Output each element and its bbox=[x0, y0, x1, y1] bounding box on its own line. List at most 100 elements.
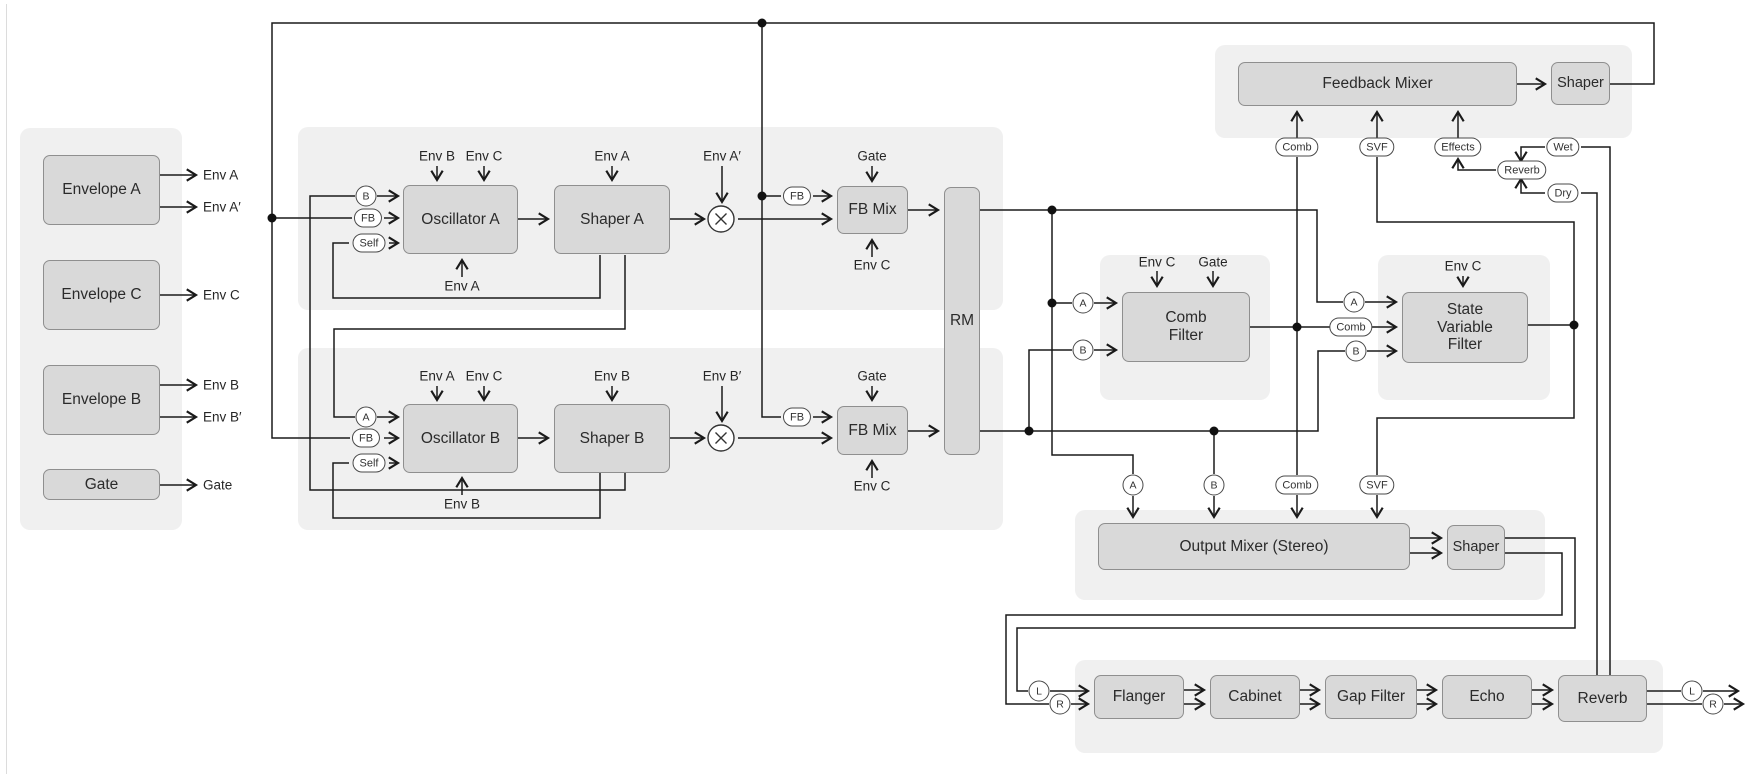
junction-dots bbox=[267, 18, 1579, 436]
label-env-b-prime-out: Env B′ bbox=[203, 409, 242, 425]
block-gate-label: Gate bbox=[84, 475, 119, 493]
pill-outmix-input-comb: Comb bbox=[1275, 475, 1319, 495]
block-feedback-mixer: Feedback Mixer bbox=[1238, 62, 1517, 106]
pill-outmix-input-svf: SVF bbox=[1359, 475, 1395, 495]
block-flanger-label: Flanger bbox=[1112, 688, 1166, 706]
pill-osc-a-input-fb: FB bbox=[353, 208, 383, 228]
ring-mod-multiplier-icons bbox=[707, 205, 735, 452]
pill-fbmix-input-effects: Effects bbox=[1434, 137, 1482, 157]
pill-main-out-r: R bbox=[1702, 693, 1724, 715]
pill-fx-input-l: L bbox=[1028, 680, 1050, 702]
block-comb-filter-label: Comb Filter bbox=[1165, 309, 1207, 344]
block-oscillator-a-label: Oscillator A bbox=[421, 210, 500, 228]
block-gap-filter: Gap Filter bbox=[1325, 675, 1417, 719]
block-feedback-shaper-label: Shaper bbox=[1557, 75, 1604, 92]
pill-reverb-wet: Wet bbox=[1546, 137, 1580, 157]
block-reverb-label: Reverb bbox=[1577, 689, 1628, 707]
block-gap-filter-label: Gap Filter bbox=[1336, 688, 1406, 706]
label-shaper-b-mod-env-b: Env B bbox=[593, 368, 631, 384]
label-comb-gate: Gate bbox=[1198, 254, 1228, 270]
block-feedback-shaper: Shaper bbox=[1551, 62, 1610, 105]
block-envelope-a-label: Envelope A bbox=[62, 181, 141, 199]
pill-svf-input-comb: Comb bbox=[1329, 317, 1373, 337]
pill-fx-input-r: R bbox=[1049, 693, 1071, 715]
block-state-variable-filter: State Variable Filter bbox=[1402, 292, 1528, 363]
label-fb-mix-b-gate: Gate bbox=[857, 368, 887, 384]
pill-main-out-l: L bbox=[1681, 680, 1703, 702]
block-output-mixer-label: Output Mixer (Stereo) bbox=[1179, 537, 1329, 555]
pill-svf-input-a: A bbox=[1343, 291, 1365, 313]
block-cabinet-label: Cabinet bbox=[1228, 688, 1282, 706]
block-output-shaper-label: Shaper bbox=[1452, 539, 1500, 556]
block-rm-label: RM bbox=[949, 312, 975, 330]
block-echo-label: Echo bbox=[1469, 688, 1505, 706]
block-output-mixer: Output Mixer (Stereo) bbox=[1098, 523, 1410, 570]
pill-fb-mix-a-input-fb: FB bbox=[782, 186, 812, 206]
pill-comb-input-a: A bbox=[1072, 292, 1094, 314]
pill-comb-input-b: B bbox=[1072, 339, 1094, 361]
block-shaper-a: Shaper A bbox=[554, 185, 670, 254]
label-osc-b-mod-env-a: Env A bbox=[419, 368, 455, 384]
block-gate: Gate bbox=[43, 469, 160, 500]
pill-osc-a-input-self: Self bbox=[352, 233, 386, 253]
block-output-shaper: Shaper bbox=[1447, 525, 1505, 570]
pill-fbmix-input-svf: SVF bbox=[1359, 137, 1395, 157]
label-rm-a-env-a-prime: Env A′ bbox=[703, 148, 741, 164]
label-env-c-out: Env C bbox=[203, 287, 240, 303]
pill-outmix-input-a: A bbox=[1122, 474, 1144, 496]
block-reverb: Reverb bbox=[1558, 675, 1647, 722]
block-oscillator-a: Oscillator A bbox=[403, 185, 518, 254]
block-envelope-c: Envelope C bbox=[43, 260, 160, 330]
pill-outmix-input-b: B bbox=[1203, 474, 1225, 496]
block-fb-mix-b: FB Mix bbox=[837, 406, 908, 455]
pill-svf-input-b: B bbox=[1345, 340, 1367, 362]
page-edge-line bbox=[6, 4, 7, 774]
pill-fb-mix-b-input-fb: FB bbox=[782, 407, 812, 427]
block-fb-mix-a: FB Mix bbox=[837, 186, 908, 234]
pill-osc-b-input-self: Self bbox=[352, 453, 386, 473]
block-ring-modulator: RM bbox=[944, 187, 980, 455]
label-env-a-out: Env A bbox=[203, 167, 239, 183]
label-env-a-prime-out: Env A′ bbox=[203, 199, 241, 215]
label-fb-mix-a-env-c: Env C bbox=[853, 257, 891, 273]
pill-fbmix-input-comb: Comb bbox=[1275, 137, 1319, 157]
wires bbox=[271, 22, 1702, 705]
block-echo: Echo bbox=[1442, 675, 1532, 719]
label-osc-a-mod-env-c: Env C bbox=[465, 148, 503, 164]
label-fb-mix-b-env-c: Env C bbox=[853, 478, 891, 494]
pill-osc-b-input-a: A bbox=[355, 406, 377, 428]
label-comb-env-c: Env C bbox=[1138, 254, 1176, 270]
block-envelope-b-label: Envelope B bbox=[61, 391, 142, 409]
block-feedback-mixer-label: Feedback Mixer bbox=[1322, 75, 1433, 93]
label-osc-a-env-a: Env A bbox=[444, 278, 480, 294]
block-shaper-b: Shaper B bbox=[554, 404, 670, 473]
pill-osc-a-input-b: B bbox=[355, 185, 377, 207]
label-fb-mix-a-gate: Gate bbox=[857, 148, 887, 164]
block-envelope-b: Envelope B bbox=[43, 365, 160, 435]
label-svf-env-c: Env C bbox=[1444, 258, 1482, 274]
pill-osc-b-input-fb: FB bbox=[351, 428, 381, 448]
block-envelope-a: Envelope A bbox=[43, 155, 160, 225]
block-svf-label: State Variable Filter bbox=[1437, 300, 1493, 354]
block-oscillator-b-label: Oscillator B bbox=[420, 429, 501, 447]
label-rm-b-env-b-prime: Env B′ bbox=[702, 368, 742, 384]
arrows bbox=[160, 77, 1746, 711]
block-shaper-b-label: Shaper B bbox=[579, 429, 645, 447]
block-fb-mix-b-label: FB Mix bbox=[848, 421, 897, 439]
label-osc-a-mod-env-b: Env B bbox=[418, 148, 456, 164]
pill-reverb-dry: Dry bbox=[1547, 183, 1579, 203]
block-cabinet: Cabinet bbox=[1210, 675, 1300, 719]
label-osc-b-mod-env-c: Env C bbox=[465, 368, 503, 384]
block-flanger: Flanger bbox=[1094, 675, 1184, 719]
pill-effects-reverb-mix: Reverb bbox=[1497, 160, 1547, 180]
block-envelope-c-label: Envelope C bbox=[61, 286, 142, 304]
block-comb-filter: Comb Filter bbox=[1122, 292, 1250, 362]
label-env-b-out: Env B bbox=[203, 377, 240, 393]
block-oscillator-b: Oscillator B bbox=[403, 404, 518, 473]
block-shaper-a-label: Shaper A bbox=[580, 210, 644, 228]
label-gate-out: Gate bbox=[203, 477, 233, 493]
label-shaper-a-mod-env-a: Env A bbox=[594, 148, 630, 164]
block-fb-mix-a-label: FB Mix bbox=[848, 201, 897, 219]
